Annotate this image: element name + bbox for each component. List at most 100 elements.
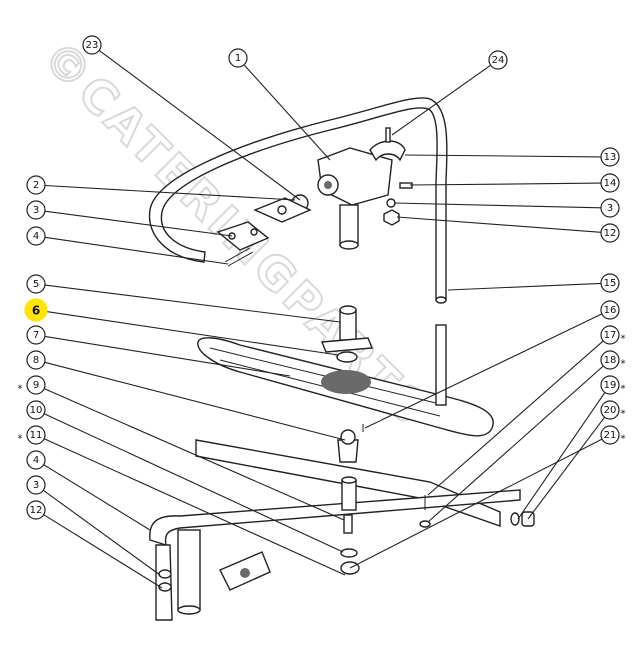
- callout-circle: [26, 425, 46, 445]
- leader-line-8: [44, 361, 346, 441]
- callout-16: 16: [600, 300, 620, 320]
- callout-number: 12: [30, 505, 43, 516]
- spare-part-star: *: [18, 434, 23, 445]
- callout-number: 21: [604, 430, 617, 441]
- callout-4a: 4: [26, 226, 46, 246]
- leader-line-10: [43, 413, 344, 553]
- callout-circle: [26, 274, 46, 294]
- leader-line-16: [364, 313, 603, 429]
- spare-part-star: *: [621, 334, 626, 345]
- callout-6: 6: [24, 298, 48, 322]
- callout-circle: [26, 226, 46, 246]
- callout-number: 14: [604, 178, 617, 189]
- callout-circle: [600, 300, 620, 320]
- callout-10: 10: [26, 400, 46, 420]
- spare-part-star: *: [621, 434, 626, 445]
- callout-number: 9: [33, 380, 39, 391]
- leader-line-18: [427, 365, 604, 523]
- leader-line-5: [44, 284, 341, 323]
- callout-12b: 12: [26, 500, 46, 520]
- callout-circle: [26, 350, 46, 370]
- callout-11: 11 *: [18, 425, 46, 445]
- callout-19: 19*: [600, 375, 626, 395]
- callout-number: 6: [32, 304, 40, 318]
- callout-circle: [228, 48, 248, 68]
- leader-line-11: [43, 438, 346, 576]
- callout-number: 4: [33, 455, 39, 466]
- leader-line-23: [98, 49, 301, 201]
- callout-number: 1: [235, 53, 241, 64]
- callout-13: 13: [600, 147, 620, 167]
- callout-circle: [600, 173, 620, 193]
- callout-circle: [26, 200, 46, 220]
- leader-line-13: [404, 154, 602, 158]
- leader-line-4a: [44, 236, 229, 265]
- leader-line-3a: [393, 202, 602, 209]
- callout-circle: [600, 425, 620, 445]
- callout-2: 2: [26, 175, 46, 195]
- callout-number: 17: [604, 330, 617, 341]
- callout-number: 11: [30, 430, 43, 441]
- leader-line-1: [243, 64, 331, 161]
- callout-14: 14: [600, 173, 620, 193]
- lower-arm-frame: [149, 429, 535, 621]
- leader-line-3c: [42, 489, 161, 576]
- callout-21: 21 *: [600, 425, 626, 445]
- callout-circle: [600, 198, 620, 218]
- callout-number: 20: [604, 405, 617, 416]
- callout-4b: 4: [26, 450, 46, 470]
- callout-circle: [26, 325, 46, 345]
- leader-lines: [42, 49, 606, 589]
- callout-number: 8: [33, 355, 39, 366]
- callout-circle: [26, 375, 46, 395]
- callout-3b: 3: [26, 200, 46, 220]
- callout-circle: [26, 400, 46, 420]
- callout-circle: [600, 147, 620, 167]
- leader-line-15: [447, 282, 602, 291]
- callout-circle: [600, 325, 620, 345]
- callout-3a: 3: [600, 198, 620, 218]
- callout-number: 16: [604, 305, 617, 316]
- callout-3c: 3: [26, 475, 46, 495]
- callout-24: 24: [488, 50, 508, 70]
- callout-circle: [600, 223, 620, 243]
- leader-line-21: [349, 438, 603, 569]
- leader-line-12b: [43, 514, 163, 589]
- wash-arm: [197, 305, 494, 437]
- leader-line-19: [517, 392, 606, 520]
- callout-circle: [24, 298, 48, 322]
- callout-number: 4: [33, 231, 39, 242]
- callout-number: 15: [604, 278, 617, 289]
- leader-line-20: [527, 416, 606, 520]
- callout-9: 9*: [18, 375, 46, 395]
- callout-number: 2: [33, 180, 39, 191]
- callout-circle: [600, 350, 620, 370]
- leader-line-7: [44, 335, 291, 377]
- callout-number: 13: [604, 152, 617, 163]
- spare-part-star: *: [621, 409, 626, 420]
- leader-line-24: [391, 64, 492, 136]
- callout-number: 3: [33, 205, 39, 216]
- leader-line-12a: [396, 216, 602, 233]
- upper-tube-frame: [148, 97, 448, 304]
- callout-23: 23: [82, 35, 102, 55]
- callout-18: 18*: [600, 350, 626, 370]
- callout-1: 1: [228, 48, 248, 68]
- spare-part-star: *: [621, 384, 626, 395]
- callout-20: 20 *: [600, 400, 626, 420]
- callout-17: 17 *: [600, 325, 626, 345]
- callout-number: 23: [86, 40, 99, 51]
- leader-line-4b: [43, 464, 151, 531]
- callout-circle: [488, 50, 508, 70]
- callout-7: 7: [26, 325, 46, 345]
- callout-circle: [26, 500, 46, 520]
- callout-number: 3: [33, 480, 39, 491]
- callout-number: 5: [33, 279, 39, 290]
- callout-number: 24: [492, 55, 505, 66]
- leader-line-2: [44, 184, 296, 201]
- callout-number: 12: [604, 228, 617, 239]
- callout-circle: [26, 450, 46, 470]
